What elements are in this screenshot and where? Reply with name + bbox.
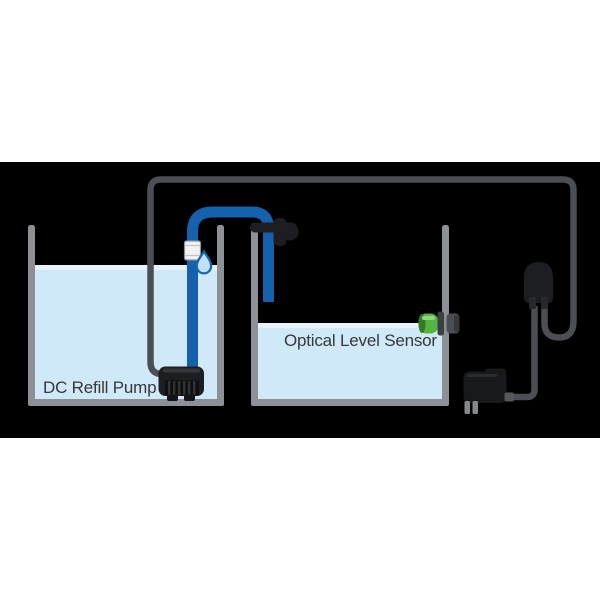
aquarium-water [258,323,442,399]
aquarium-bottom-wall [251,399,449,406]
pump-power-wire [147,176,577,378]
reservoir-left-wall [28,225,35,406]
aquarium-left-wall [251,223,258,406]
aquarium-right-wall [442,225,449,406]
power-adapter-icon [463,368,514,414]
refill-tube [187,206,274,372]
tube-holder-clamp-icon [250,218,299,246]
tube-union-fitting-icon [183,240,202,261]
reservoir-tank-label: DC Refill Pump [43,378,157,397]
adapter-wire [512,306,538,401]
water-drop-icon [195,249,213,275]
aquarium-tank-label: Optical Level Sensor [284,331,437,350]
dc-refill-pump-icon [158,366,204,401]
aquarium-water-surface [258,323,442,328]
reservoir-water-surface [35,265,217,270]
dc-plug-connector-icon [524,262,553,309]
optical-level-sensor-icon [418,311,460,336]
reservoir-right-wall [217,225,224,406]
